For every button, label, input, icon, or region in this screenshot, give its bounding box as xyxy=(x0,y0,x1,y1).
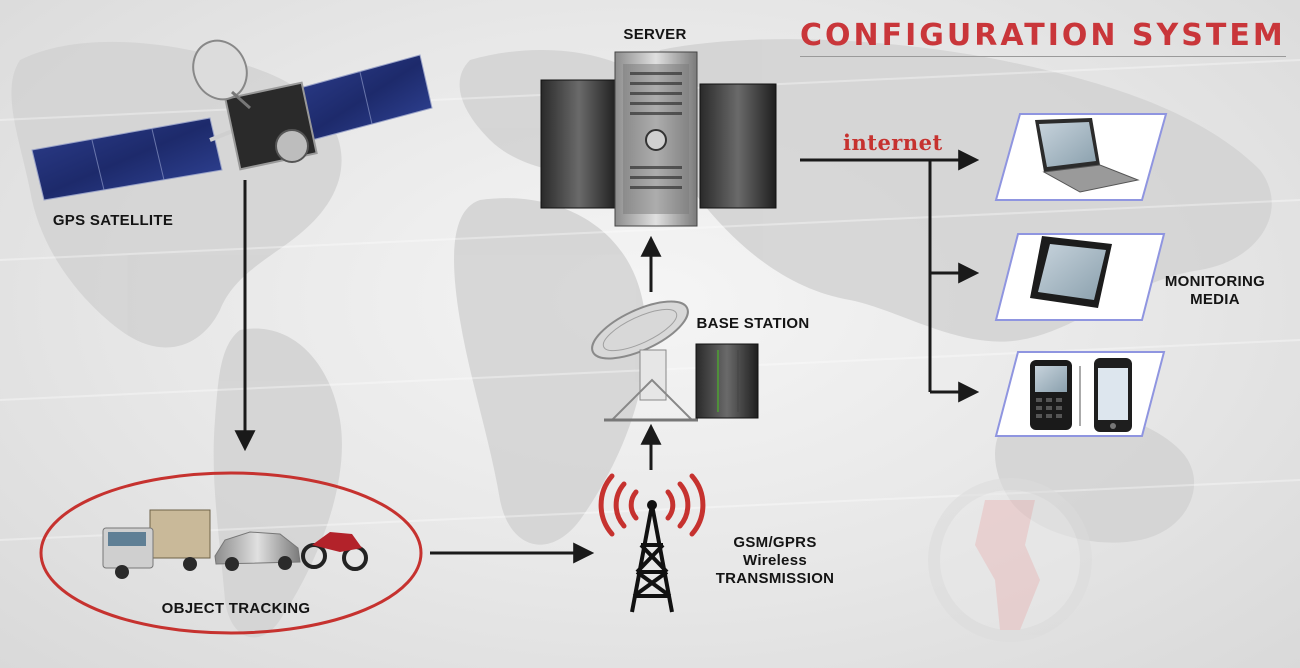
gsm-tower-icon xyxy=(598,473,706,613)
base-station-label: BASE STATION xyxy=(696,315,810,332)
brand-watermark-logo xyxy=(928,478,1092,642)
server-label: SERVER xyxy=(623,26,687,43)
car-icon xyxy=(214,531,301,571)
monitoring-media-line2: MEDIA xyxy=(1190,291,1240,308)
gsm-transmission-line1: GSM/GPRS xyxy=(733,534,817,551)
gps-satellite-icon xyxy=(31,39,433,201)
gsm-transmission-line3: TRANSMISSION xyxy=(715,570,835,587)
gsm-transmission-line2: Wireless xyxy=(743,552,807,569)
object-tracking-label: OBJECT TRACKING xyxy=(161,600,311,617)
internet-label: internet xyxy=(843,130,943,155)
title-underline xyxy=(800,56,1286,57)
phones-panel xyxy=(994,351,1166,437)
laptop-panel xyxy=(994,113,1168,201)
truck-icon xyxy=(102,509,211,579)
gsm-transmission-label: GSM/GPRS Wireless TRANSMISSION xyxy=(700,534,850,588)
server-icon xyxy=(540,51,777,227)
monitoring-media-line1: MONITORING xyxy=(1164,273,1266,290)
gps-satellite-label: GPS SATELLITE xyxy=(52,212,174,229)
internet-connectors xyxy=(800,149,980,403)
base-station-cabinet-icon xyxy=(695,343,759,419)
tablet-panel xyxy=(994,233,1166,321)
motorcycle-icon xyxy=(301,532,368,571)
monitoring-media-label: MONITORING MEDIA xyxy=(1160,273,1270,309)
object-tracking-ellipse xyxy=(39,471,423,635)
diagram-title: CONFIGURATION SYSTEM xyxy=(800,18,1286,53)
satellite-dish-icon xyxy=(591,300,698,422)
